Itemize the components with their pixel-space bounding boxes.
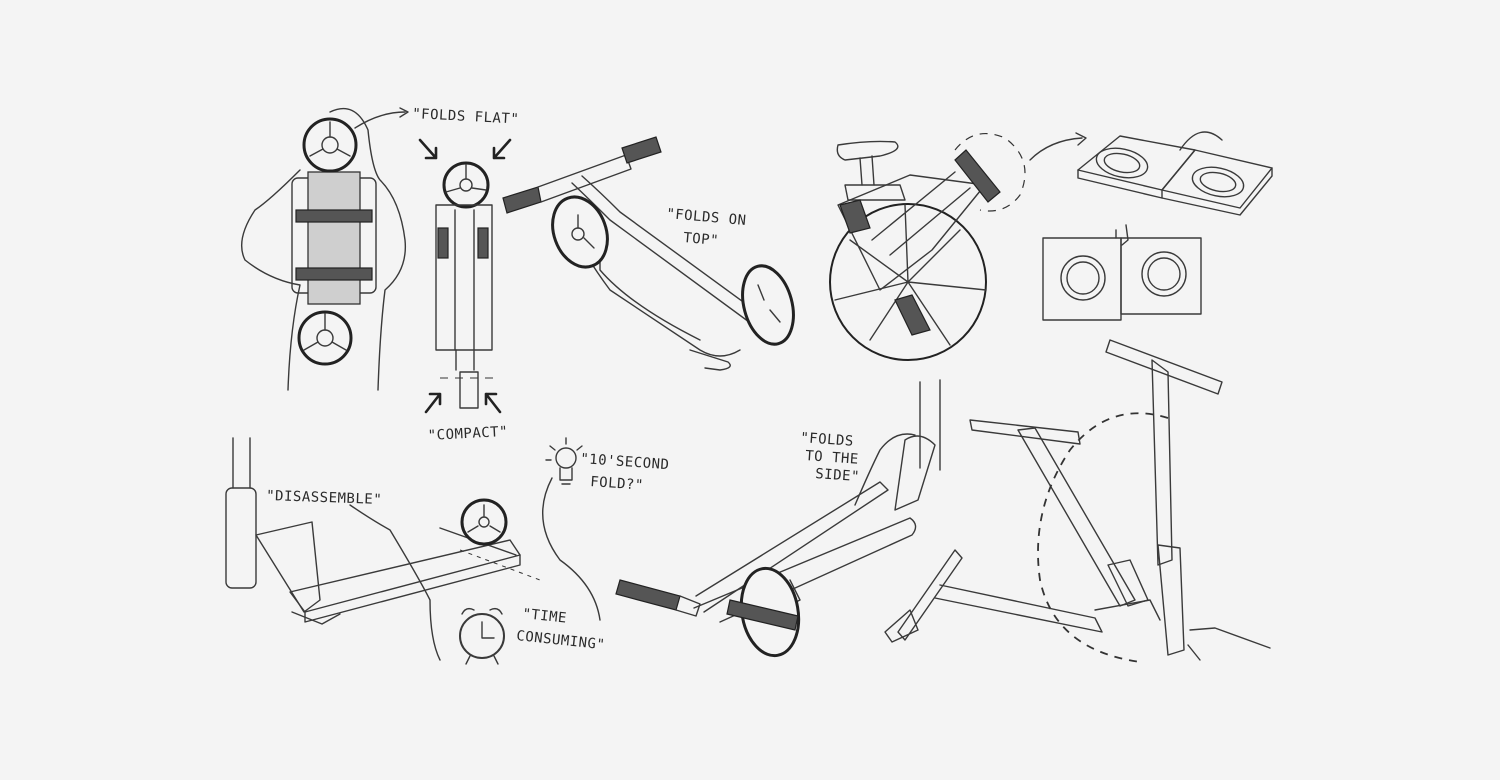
sketch-disassemble [225, 437, 541, 661]
annotation-folds-flat: "FOLDS FLAT" [412, 106, 520, 128]
sketch-compact-fold [418, 138, 512, 414]
annotation-ten-second-fold-line2: FOLD?" [590, 474, 645, 494]
sketch-backpack-carry [241, 107, 409, 391]
annotation-disassemble: "DISASSEMBLE" [266, 488, 383, 508]
annotation-ten-second-fold-line1: "10'SECOND [580, 451, 670, 473]
annotation-compact: "COMPACT" [427, 424, 508, 444]
sketch-scooter-arc-fold [884, 339, 1271, 663]
sketch-bike-fold [829, 132, 1087, 361]
sketch-folds-to-side [615, 379, 941, 658]
connector-idea-to-fold [542, 477, 601, 621]
annotation-folds-to-side-line3: SIDE" [815, 466, 861, 485]
sketch-folds-on-top [502, 136, 795, 371]
annotation-folds-to-side-line1: "FOLDS [800, 430, 855, 450]
annotation-time-consuming-line2: CONSUMING" [516, 628, 606, 653]
annotation-folds-on-top-line1: "FOLDS ON [666, 206, 747, 229]
annotation-folds-to-side-line2: TO THE [805, 448, 860, 468]
alarm-clock-icon [459, 607, 505, 665]
annotation-time-consuming-line1: "TIME [522, 606, 568, 627]
sketch-flat-panels [1042, 131, 1273, 321]
lightbulb-icon [545, 437, 583, 485]
annotation-folds-on-top-line2: TOP" [683, 230, 720, 249]
